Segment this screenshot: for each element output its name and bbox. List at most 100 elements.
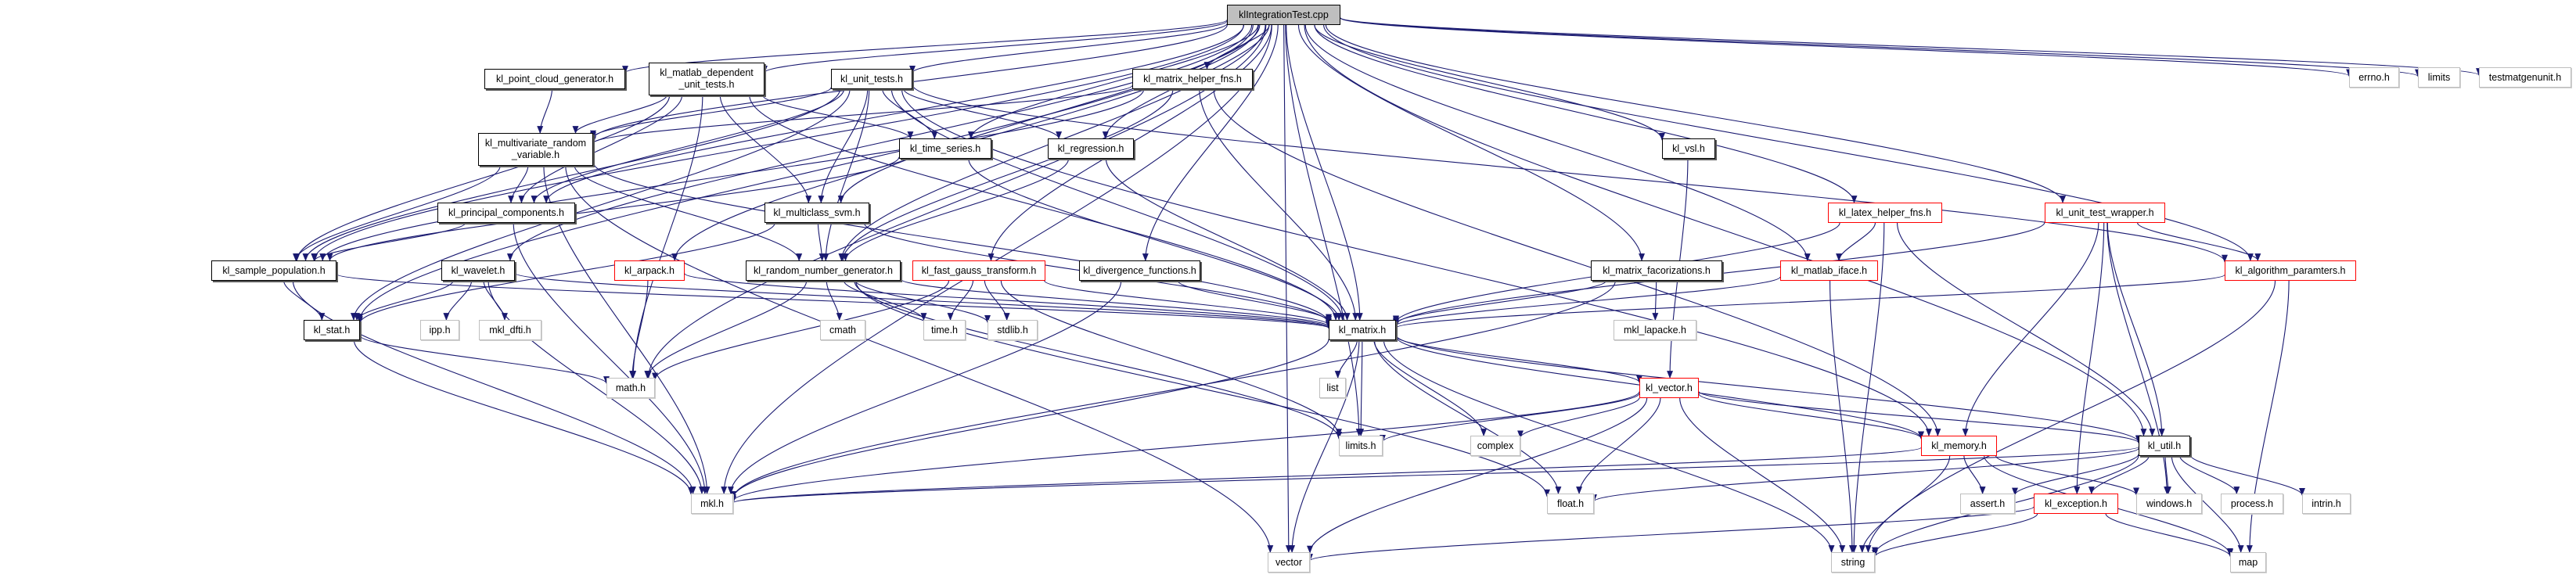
node-kl-point-cloud-generator[interactable]: kl_point_cloud_generator.h [484, 69, 625, 89]
node-kl-wavelet[interactable]: kl_wavelet.h [441, 260, 515, 281]
edge-unit_tests-to-regression [903, 88, 1062, 139]
node-kl-matrix-facorizations[interactable]: kl_matrix_facorizations.h [1591, 260, 1722, 281]
node-kl-stat[interactable]: kl_stat.h [304, 320, 360, 340]
edge-matlab_dep-to-pca [518, 95, 683, 203]
edge-util-to-exception [2088, 455, 2150, 494]
edge-regression-to-rng [842, 158, 1070, 261]
edge-unit_tests-to-mvrv [590, 87, 832, 138]
node-time-h[interactable]: time.h [923, 320, 966, 340]
edge-root-to-errno [1340, 17, 2352, 77]
node-complex[interactable]: complex [1470, 436, 1520, 456]
edge-time_series-to-matrix [968, 158, 1343, 321]
edge-matlab_dep-to-sample_pop [293, 95, 671, 261]
edge-root-to-mkl [721, 24, 1272, 494]
node-vector[interactable]: vector [1268, 552, 1310, 573]
node-stdlib-h[interactable]: stdlib.h [988, 320, 1038, 340]
node-kl-memory[interactable]: kl_memory.h [1921, 436, 1997, 456]
edge-memory-to-assert [1963, 455, 1986, 494]
edge-matrix_helper-to-memory [1213, 88, 1941, 436]
node-kl-algorithm-paramters[interactable]: kl_algorithm_paramters.h [2225, 260, 2356, 281]
node-process-h[interactable]: process.h [2221, 494, 2283, 514]
edge-factorizations-to-mkl_lapacke [1652, 280, 1659, 321]
node-kl-vector[interactable]: kl_vector.h [1639, 378, 1699, 398]
edge-mvrv-to-sample_pop [293, 165, 501, 261]
node-kl-sample-population[interactable]: kl_sample_population.h [211, 260, 336, 281]
edge-kvector-to-string [1679, 397, 1846, 553]
node-limits[interactable]: limits [2418, 67, 2460, 88]
edge-matlab_dep-to-matrix [749, 95, 1339, 321]
edge-mvrv-to-rng [574, 165, 803, 261]
node-kl-principal-components[interactable]: kl_principal_components.h [437, 203, 575, 223]
node-limits-h[interactable]: limits.h [1339, 436, 1383, 456]
node-errno-h[interactable]: errno.h [2349, 67, 2399, 88]
edge-wavelet-to-stat [354, 280, 454, 321]
node-intrin-h[interactable]: intrin.h [2302, 494, 2351, 514]
node-mkl-h[interactable]: mkl.h [691, 494, 733, 514]
node-kl-matrix[interactable]: kl_matrix.h [1329, 320, 1396, 340]
node-testmatgenunit-h[interactable]: testmatgenunit.h [2479, 67, 2571, 88]
edge-matrix_helper-to-sample_pop [319, 88, 1145, 261]
edge-root-to-vector [1283, 24, 1292, 553]
edge-factorizations-to-mkl [730, 280, 1616, 500]
edge-root-to-pca [543, 24, 1244, 203]
node-windows-h[interactable]: windows.h [2136, 494, 2202, 514]
node-klintegrationtest-cpp[interactable]: klIntegrationTest.cpp [1227, 5, 1340, 25]
node-math-h[interactable]: math.h [606, 378, 655, 398]
node-kl-matrix-helper-fns[interactable]: kl_matrix_helper_fns.h [1132, 69, 1253, 89]
edge-util-to-windows [2164, 455, 2171, 494]
edge-matrix-to-float [1374, 339, 1562, 494]
node-ipp-h[interactable]: ipp.h [420, 320, 459, 340]
node-kl-util[interactable]: kl_util.h [2139, 436, 2190, 456]
node-float-h[interactable]: float.h [1547, 494, 1594, 514]
edge-utw-to-util [2106, 222, 2165, 436]
edge-svm-to-rng [817, 222, 826, 261]
edge-divergence-to-matrix [1177, 280, 1332, 322]
node-map[interactable]: map [2230, 552, 2266, 573]
node-kl-matlab-dependent-unit-tests[interactable]: kl_matlab_dependent _unit_tests.h [649, 63, 765, 95]
node-kl-multivariate-random-variable[interactable]: kl_multivariate_random _variable.h [478, 133, 593, 166]
node-kl-multiclass-svm[interactable]: kl_multiclass_svm.h [765, 203, 869, 223]
node-kl-random-number-generator[interactable]: kl_random_number_generator.h [746, 260, 901, 281]
node-kl-vsl[interactable]: kl_vsl.h [1662, 138, 1715, 159]
edge-matlab_dep-to-time_series [762, 95, 914, 139]
node-cmath[interactable]: cmath [820, 320, 865, 340]
edge-factorizations-to-matrix [1393, 280, 1607, 325]
edge-rng-to-stdlib [854, 280, 991, 323]
node-assert-h[interactable]: assert.h [1960, 494, 2015, 514]
edge-memory-to-windows [1995, 455, 2139, 496]
node-mkl-dfti-h[interactable]: mkl_dfti.h [479, 320, 541, 340]
edge-root-to-util [1304, 24, 2147, 436]
edge-arpack-to-matrix [684, 273, 1332, 328]
node-kl-exception[interactable]: kl_exception.h [2034, 494, 2118, 514]
edge-utw-to-algo_params [2137, 222, 2261, 261]
node-kl-time-series[interactable]: kl_time_series.h [899, 138, 991, 159]
node-string[interactable]: string [1831, 552, 1875, 573]
node-kl-latex-helper-fns[interactable]: kl_latex_helper_fns.h [1828, 203, 1942, 223]
edge-algo_params-to-matrix [1393, 274, 2225, 329]
edge-unit_tests-to-memory [901, 88, 1932, 436]
edge-matrix-to-mkl [730, 339, 1329, 499]
edge-unit_tests-to-pca [531, 88, 845, 203]
node-kl-unit-test-wrapper[interactable]: kl_unit_test_wrapper.h [2045, 203, 2165, 223]
edge-unit_tests-to-svm [818, 88, 869, 203]
node-kl-regression[interactable]: kl_regression.h [1048, 138, 1134, 159]
edge-matrix-to-string [1383, 339, 1835, 553]
edge-matlab_iface-to-string [1829, 280, 1855, 553]
node-list[interactable]: list [1319, 378, 1346, 398]
edge-matrix-to-limits_h [1358, 339, 1365, 436]
node-kl-divergence-functions[interactable]: kl_divergence_functions.h [1079, 260, 1200, 281]
edge-root-to-utw [1325, 24, 2066, 203]
edge-memory-to-mkl [730, 447, 1922, 504]
edge-util-to-intrin [2189, 454, 2305, 496]
node-mkl-lapacke-h[interactable]: mkl_lapacke.h [1614, 320, 1696, 340]
node-kl-fast-gauss-transform[interactable]: kl_fast_gauss_transform.h [912, 260, 1045, 281]
edge-latex-to-matlab_iface [1836, 222, 1876, 261]
edge-arpack-to-math [629, 280, 649, 379]
edge-sample_pop-to-matrix [336, 273, 1332, 329]
node-kl-unit-tests[interactable]: kl_unit_tests.h [831, 69, 912, 89]
node-kl-matlab-iface[interactable]: kl_matlab_iface.h [1780, 260, 1878, 281]
edge-stat-to-math [359, 335, 610, 384]
edge-rng-to-matrix [900, 278, 1332, 328]
edge-fgt-to-matrix [1044, 280, 1332, 326]
node-kl-arpack[interactable]: kl_arpack.h [614, 260, 685, 281]
